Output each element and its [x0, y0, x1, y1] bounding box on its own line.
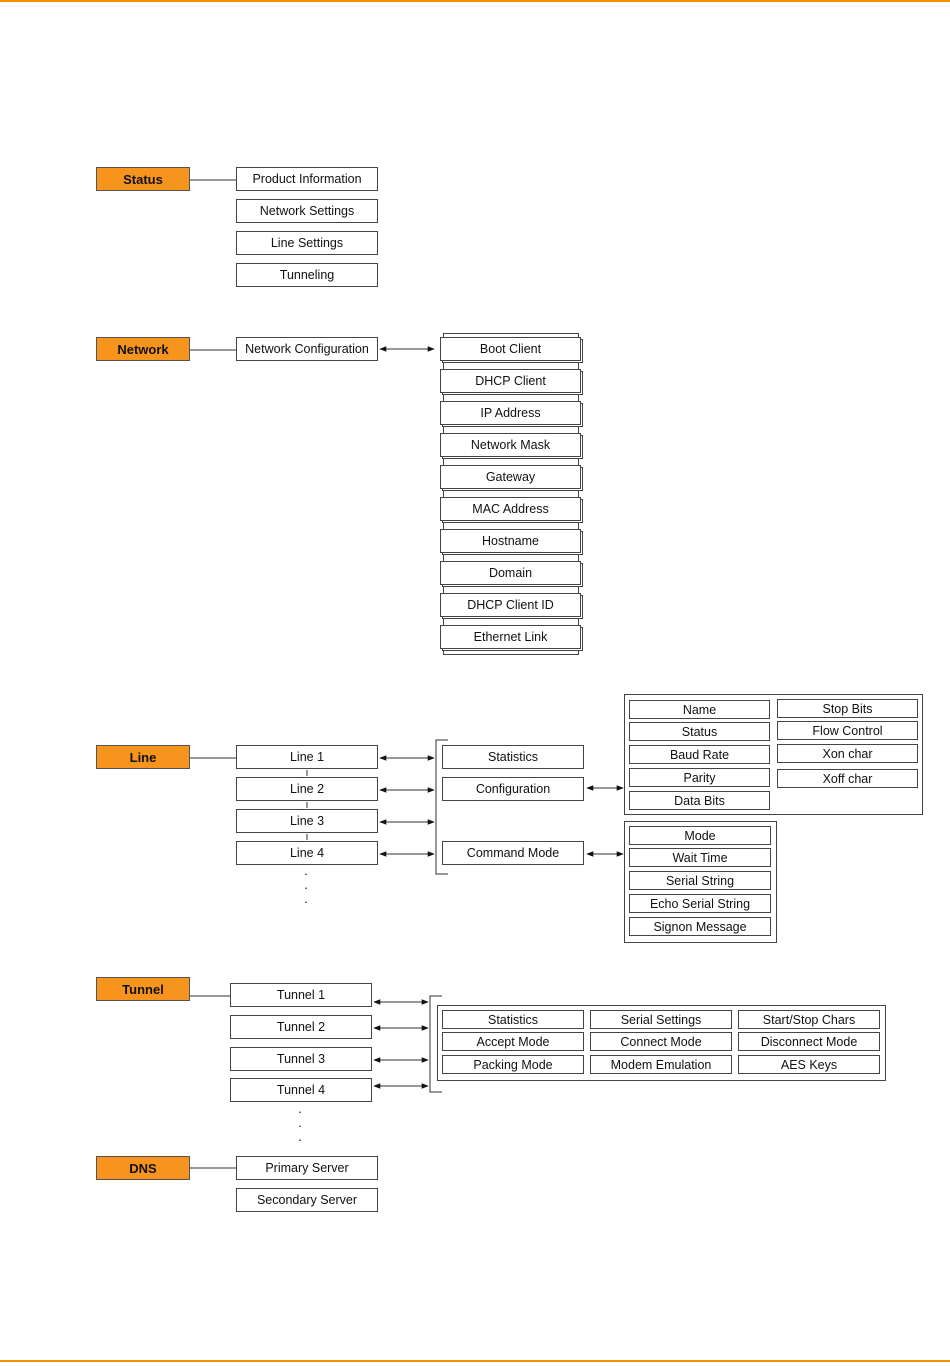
config-status: Status [629, 722, 770, 741]
config-parity: Parity [629, 768, 770, 787]
network-hostname: Hostname [440, 529, 581, 553]
line-ellipsis-2: . [304, 877, 308, 892]
dns-primary-server: Primary Server [236, 1156, 378, 1180]
line-2: Line 2 [236, 777, 378, 801]
line-3: Line 3 [236, 809, 378, 833]
top-rule [0, 0, 950, 2]
tunnel-ellipsis-1: . [298, 1101, 302, 1116]
command-echo-serial-string: Echo Serial String [629, 894, 771, 913]
tunnel-category: Tunnel [96, 977, 190, 1001]
config-xoff-char: Xoff char [777, 769, 918, 788]
network-boot-client: Boot Client [440, 337, 581, 361]
line-4: Line 4 [236, 841, 378, 865]
line-1: Line 1 [236, 745, 378, 769]
line-category: Line [96, 745, 190, 769]
tunnel-1: Tunnel 1 [230, 983, 372, 1007]
tunnel-disconnect-mode: Disconnect Mode [738, 1032, 880, 1051]
tunnel-2: Tunnel 2 [230, 1015, 372, 1039]
status-tunneling: Tunneling [236, 263, 378, 287]
config-flow-control: Flow Control [777, 721, 918, 740]
command-serial-string: Serial String [629, 871, 771, 890]
tunnel-modem-emulation: Modem Emulation [590, 1055, 732, 1074]
dns-secondary-server: Secondary Server [236, 1188, 378, 1212]
line-command-mode: Command Mode [442, 841, 584, 865]
network-configuration: Network Configuration [236, 337, 378, 361]
command-mode-item: Mode [629, 826, 771, 845]
tunnel-statistics: Statistics [442, 1010, 584, 1029]
network-mask: Network Mask [440, 433, 581, 457]
status-product-information: Product Information [236, 167, 378, 191]
tunnel-serial-settings: Serial Settings [590, 1010, 732, 1029]
tunnel-ellipsis-3: . [298, 1129, 302, 1144]
network-ip-address: IP Address [440, 401, 581, 425]
tunnel-packing-mode: Packing Mode [442, 1055, 584, 1074]
network-ethernet-link: Ethernet Link [440, 625, 581, 649]
bottom-rule [0, 1360, 950, 1362]
network-mac-address: MAC Address [440, 497, 581, 521]
tunnel-accept-mode: Accept Mode [442, 1032, 584, 1051]
line-statistics: Statistics [442, 745, 584, 769]
network-gateway: Gateway [440, 465, 581, 489]
tunnel-start-stop-chars: Start/Stop Chars [738, 1010, 880, 1029]
network-category: Network [96, 337, 190, 361]
line-ellipsis-3: . [304, 891, 308, 906]
config-stop-bits: Stop Bits [777, 699, 918, 718]
network-dhcp-client-id: DHCP Client ID [440, 593, 581, 617]
command-signon-message: Signon Message [629, 917, 771, 936]
config-name: Name [629, 700, 770, 719]
network-dhcp-client: DHCP Client [440, 369, 581, 393]
tunnel-3: Tunnel 3 [230, 1047, 372, 1071]
status-category: Status [96, 167, 190, 191]
tunnel-aes-keys: AES Keys [738, 1055, 880, 1074]
line-ellipsis-1: . [304, 863, 308, 878]
status-line-settings: Line Settings [236, 231, 378, 255]
config-xon-char: Xon char [777, 744, 918, 763]
dns-category: DNS [96, 1156, 190, 1180]
config-data-bits: Data Bits [629, 791, 770, 810]
tunnel-connect-mode: Connect Mode [590, 1032, 732, 1051]
tunnel-ellipsis-2: . [298, 1115, 302, 1130]
tunnel-4: Tunnel 4 [230, 1078, 372, 1102]
network-domain: Domain [440, 561, 581, 585]
line-configuration: Configuration [442, 777, 584, 801]
config-baud-rate: Baud Rate [629, 745, 770, 764]
command-wait-time: Wait Time [629, 848, 771, 867]
status-network-settings: Network Settings [236, 199, 378, 223]
